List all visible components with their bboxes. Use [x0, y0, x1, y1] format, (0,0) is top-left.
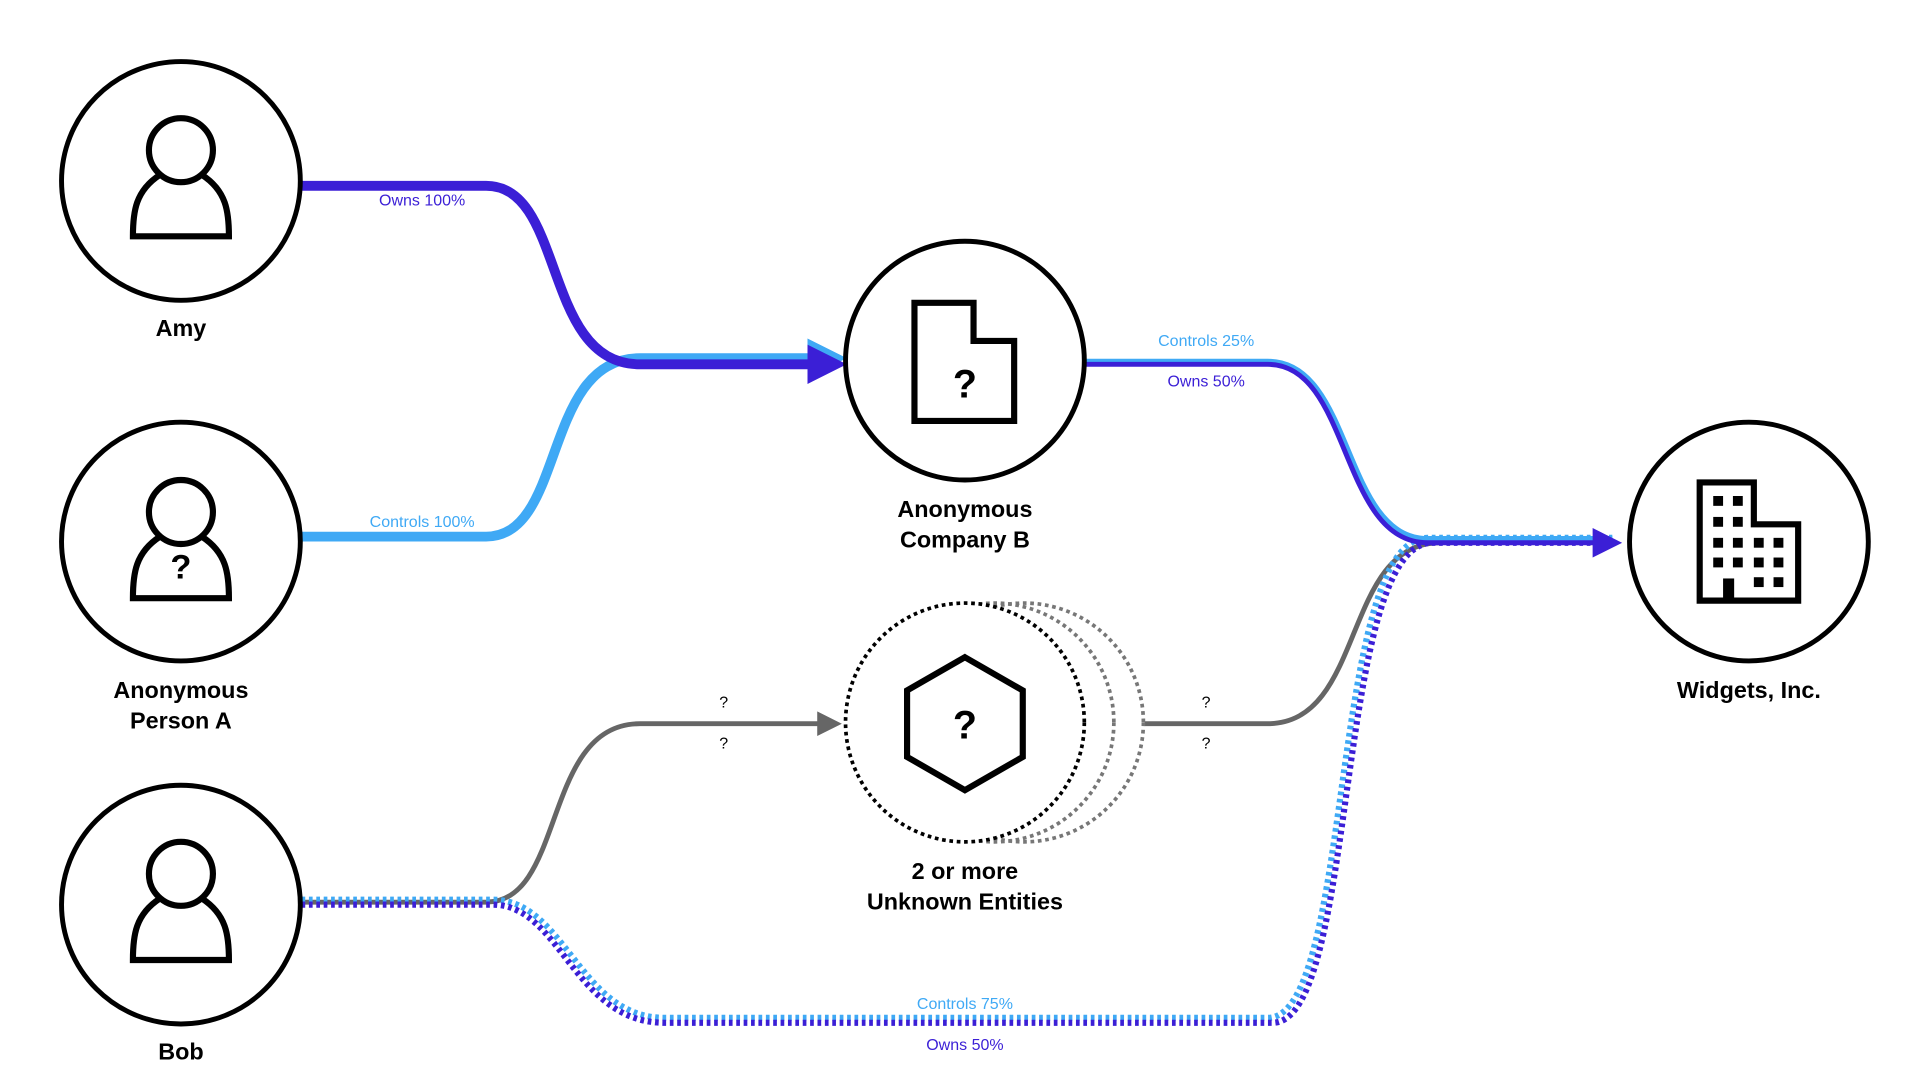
- label-controls-25: Controls 25%: [1158, 333, 1254, 350]
- building-icon: [1696, 479, 1802, 604]
- svg-text:?: ?: [170, 548, 191, 586]
- node-label: Bob: [158, 1039, 203, 1065]
- edge-bob-to-unknown: [301, 711, 842, 905]
- node-anonymous-company-b[interactable]: ? Anonymous Company B: [843, 238, 1087, 553]
- edge-company-b-to-widgets-controls: [1085, 358, 1613, 543]
- svg-text:?: ?: [953, 703, 977, 747]
- anonymous-person-icon: ?: [129, 476, 233, 602]
- label-unknown-top: ?: [719, 695, 728, 712]
- node-anonymous-person-a[interactable]: ? Anonymous Person A: [59, 419, 303, 734]
- edge-bob-to-widgets-controls: [301, 534, 1613, 1021]
- label-owns-50-b: Owns 50%: [1167, 373, 1244, 390]
- label-owns-50-bob: Owns 50%: [926, 1037, 1003, 1054]
- node-label-line1: Anonymous: [113, 677, 248, 703]
- edge-unknown-to-widgets: [1144, 540, 1441, 727]
- label-unknown-widgets-bottom: ?: [1202, 735, 1211, 752]
- node-label-line2: Person A: [130, 708, 232, 734]
- node-label-line2: Company B: [900, 527, 1030, 553]
- person-icon: [129, 838, 233, 964]
- label-controls-75: Controls 75%: [917, 996, 1013, 1013]
- anonymous-company-icon: ?: [911, 299, 1018, 424]
- label-owns-100: Owns 100%: [379, 193, 465, 210]
- label-unknown-widgets-top: ?: [1202, 695, 1211, 712]
- node-bob[interactable]: Bob: [59, 782, 303, 1065]
- svg-text:?: ?: [953, 363, 977, 407]
- edge-company-b-to-widgets-owns: [1085, 361, 1623, 558]
- label-unknown-bottom: ?: [719, 735, 728, 752]
- person-icon: [129, 115, 233, 240]
- edge-persona-to-company-b: [301, 338, 847, 542]
- node-amy[interactable]: Amy: [59, 59, 303, 341]
- node-label: Amy: [156, 315, 207, 341]
- node-label-line1: Anonymous: [897, 496, 1032, 522]
- node-label: Widgets, Inc.: [1677, 677, 1821, 703]
- node-unknown-entities[interactable]: ? 2 or more Unknown Entities: [843, 601, 1146, 915]
- edge-bob-to-widgets-owns: [301, 539, 1613, 1026]
- node-label-line1: 2 or more: [912, 858, 1019, 884]
- hexagon-unknown-icon: ?: [904, 653, 1026, 794]
- edge-amy-to-company-b: [301, 180, 847, 384]
- node-widgets-inc[interactable]: Widgets, Inc.: [1627, 419, 1871, 703]
- node-label-line2: Unknown Entities: [867, 889, 1063, 915]
- label-controls-100: Controls 100%: [370, 514, 475, 531]
